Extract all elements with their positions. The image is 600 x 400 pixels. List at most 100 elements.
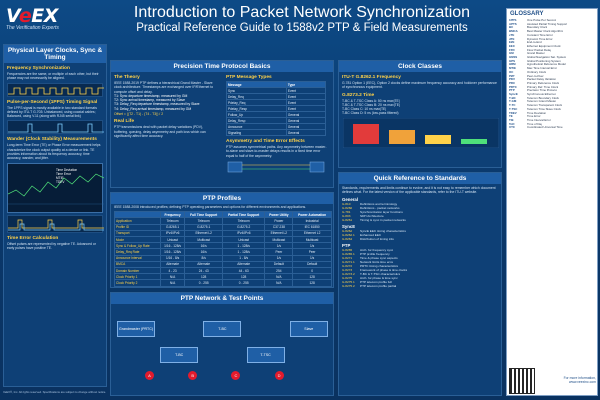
standard-description: SyncE EEC timing characteristics: [360, 228, 406, 233]
glossary-term: HRM: [509, 62, 516, 67]
message-cell: General: [285, 129, 327, 136]
standard-row: G.8273 Framework of phase & time clocks: [339, 268, 501, 272]
asymmetry-text: PTP assumes symmetrical paths. Any asymm…: [226, 145, 327, 158]
glossary-definition: Time Interval Error: [527, 118, 551, 122]
standard-id: G.8262.1: [342, 232, 355, 237]
glossary-definition: Ethernet Equipment Clock: [527, 44, 561, 48]
glossary-title: GLOSSARY: [510, 11, 544, 17]
message-cell: Signaling: [226, 129, 287, 136]
ptp-profiles-section: PTP Profiles IEEE 1588-2008 introduced p…: [110, 192, 334, 288]
glossary-term: TIE: [509, 117, 514, 122]
glossary-term: BMCA: [509, 29, 518, 34]
waveform-svg: [8, 87, 104, 94]
step-4: T4: Delay_Req arrival timestamp, measure…: [114, 106, 192, 111]
glossary-term: T-TC: [509, 103, 516, 108]
glossary-definition: Boundary Clock: [527, 26, 548, 30]
glossary-definition: Telecom Grand Master: [527, 100, 557, 104]
glossary-row: BMCA Best Master Clock Algorithm: [507, 29, 597, 34]
qr-code-icon: [509, 368, 535, 394]
network-node: Grandmaster (PRTC): [117, 321, 155, 337]
standard-description: Framework of phase & time clocks: [360, 267, 408, 272]
standards-group-title: General: [342, 196, 359, 202]
glossary-definition: Max Time Interval Error: [527, 67, 558, 71]
step-3: T3: Delay_Req departure timestamp, measu…: [114, 102, 200, 107]
standard-id: G.8273: [342, 267, 353, 272]
poster-subtitle: Practical Reference Guide to 1588v2 PTP …: [136, 22, 468, 34]
scope-label-3: MTIE: [56, 175, 64, 180]
standard-id: G.8264: [342, 236, 353, 241]
glossary-row: TIE Time Interval Error: [507, 117, 597, 123]
glossary-term: EEC: [509, 43, 515, 48]
glossary-term: T-TSC: [509, 106, 518, 111]
test-point-marker: A: [145, 371, 154, 380]
section-title: Quick Reference to Standards: [339, 173, 501, 184]
glossary-term: PRTC: [509, 84, 517, 89]
standard-id: G.803: [342, 213, 351, 218]
standard-description: Synchronization layer functions: [360, 209, 403, 214]
glossary-term: GM: [509, 51, 514, 56]
standards-group-title: PTP: [342, 242, 351, 248]
profile-cell: N/A: [159, 279, 186, 287]
glossary-definition: Primary Ref. Time Clock: [527, 85, 559, 89]
glossary-definition: Best Master Clock Algorithm: [527, 30, 564, 34]
section-title: Precision Time Protocol Basics: [111, 61, 333, 72]
section-title: Clock Classes: [339, 61, 501, 72]
clock-classes-section: Clock Classes ITU-T G.8262.1 Frequency G…: [338, 60, 502, 168]
quick-reference-section: Quick Reference to Standards Standards, …: [338, 172, 502, 396]
logo-ex: EX: [31, 5, 58, 27]
g8273-class-d: T-BC Class D: 5 ns (low-pass filtered): [342, 111, 399, 116]
theory-title: The Theory: [114, 75, 140, 80]
glossary-definition: Synchronous Ethernet: [527, 93, 556, 97]
glossary-term: APTS: [509, 21, 517, 26]
wander-measurement-scope: Time Deviation Time Error MTIE TDEV: [7, 162, 105, 213]
message-types-title: PTP Message Types: [226, 75, 272, 80]
standard-description: Timing & sync in packet networks: [360, 217, 406, 222]
standard-description: Network limits time error: [360, 259, 394, 264]
g8262-title: ITU-T G.8262.1 Frequency: [342, 75, 401, 80]
step-1: T1: Sync departure timestamp, measured b…: [114, 93, 188, 98]
profile-cell: 0 - 255: [221, 279, 266, 287]
standard-id: G.8272: [342, 263, 353, 268]
standard-row: G.803 SDH Architecture: [339, 214, 501, 218]
more-info-link[interactable]: For more information, www.veexinc.com: [563, 376, 596, 384]
glossary-definition: Floor Packet Delay: [527, 48, 552, 52]
glossary-row: PRTC Primary Ref. Time Clock: [507, 84, 597, 90]
standard-id: G.8265.1: [342, 251, 355, 256]
quick-ref-intro: Standards, requirements and limits conti…: [342, 186, 496, 195]
glossary-row: EEC Ethernet Equipment Clock: [507, 43, 597, 49]
wander-title: Wander (Clock Stability) Measurements: [7, 137, 97, 143]
logo-e: e: [18, 5, 32, 27]
glossary-term: GPS: [509, 58, 516, 63]
scope-label-4: TDEV: [56, 179, 65, 184]
profile-cell: 0 - 255: [184, 279, 223, 287]
network-node: Slave: [289, 321, 328, 337]
standard-id: G.8275.2: [342, 283, 355, 288]
glossary-definition: Time Error: [527, 115, 541, 119]
glossary-term: T-BC: [509, 95, 516, 100]
network-test-points-section: PTP Network & Test Points Grandmaster (P…: [110, 292, 334, 396]
glossary-definition: Dynamic Time Error: [527, 37, 553, 41]
asymmetry-title: Asymmetry and Time Error Effects: [226, 139, 305, 144]
standard-description: SDH Architecture: [360, 213, 384, 218]
standard-description: Definitions and terminology: [360, 201, 398, 206]
step-2: T2: Sync arrival timestamp, measured by …: [114, 98, 186, 103]
glossary-definition: Packet Delay Variation: [527, 78, 557, 82]
